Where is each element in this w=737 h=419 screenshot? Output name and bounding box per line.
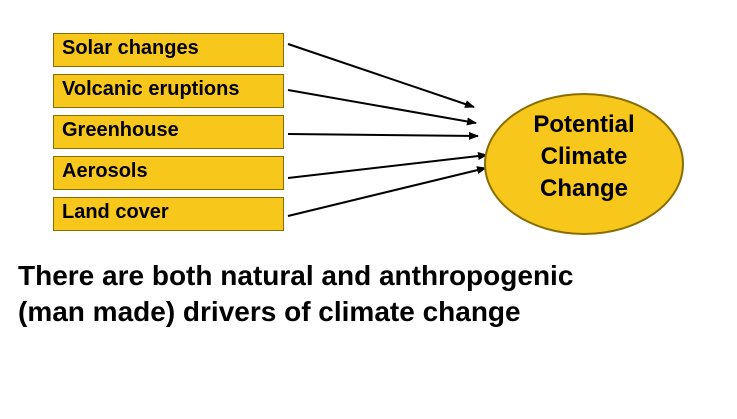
arrow-solar-to-target	[287, 43, 475, 108]
driver-label: Volcanic eruptions	[62, 78, 240, 100]
driver-label: Solar changes	[62, 37, 199, 59]
arrow-aerosols-to-target	[287, 152, 488, 179]
driver-box-greenhouse: Greenhouse	[53, 115, 284, 149]
arrow-land-cover-to-target	[287, 166, 487, 217]
potential-climate-change-node: Potential Climate Change	[484, 93, 684, 235]
driver-box-volcanic: Volcanic eruptions	[53, 74, 284, 108]
driver-box-aerosols: Aerosols	[53, 156, 284, 190]
arrow-greenhouse-to-target	[287, 131, 479, 140]
driver-box-solar-changes: Solar changes	[53, 33, 284, 67]
caption-text: There are both natural and anthropogenic…	[18, 260, 574, 327]
driver-box-land-cover: Land cover	[53, 197, 284, 231]
target-label: Potential Climate Change	[533, 111, 635, 202]
driver-label: Aerosols	[62, 160, 148, 182]
arrow-volcanic-to-target	[287, 89, 477, 126]
driver-label: Greenhouse	[62, 119, 179, 141]
driver-label: Land cover	[62, 201, 169, 223]
